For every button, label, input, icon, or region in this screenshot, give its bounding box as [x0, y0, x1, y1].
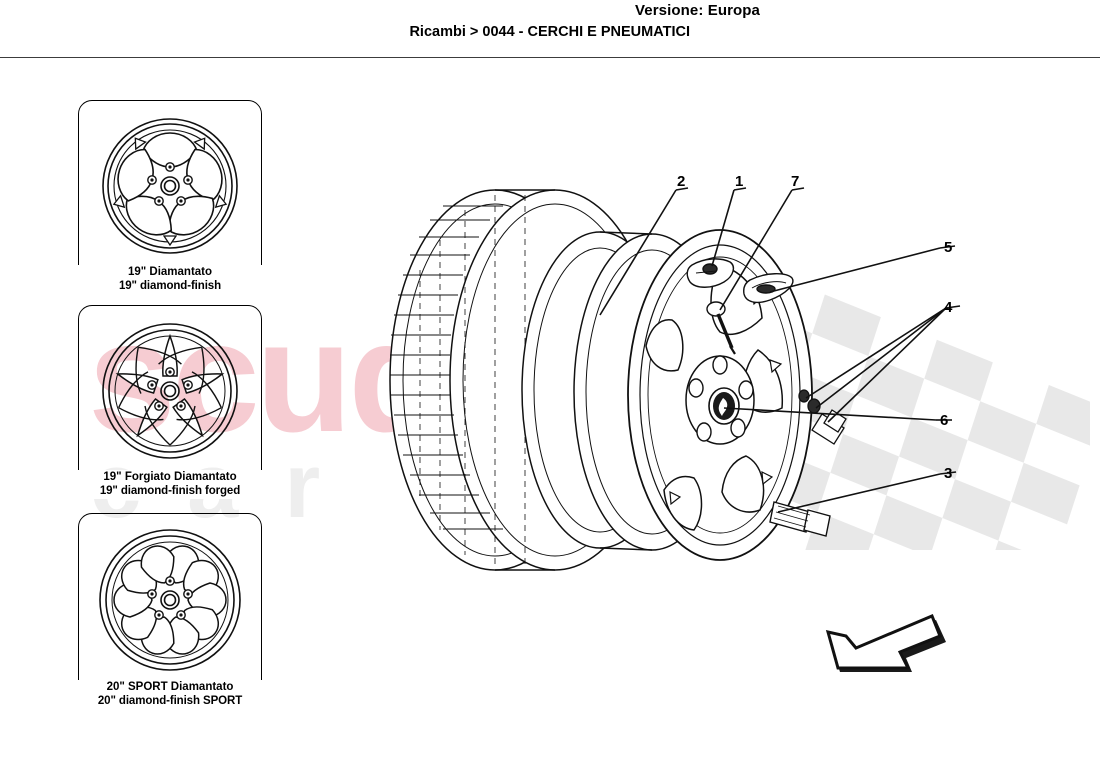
callout-4[interactable]: 4	[944, 299, 953, 316]
wheel-option-card-2[interactable]: 19" Forgiato Diamantato 19" diamond-fini…	[65, 305, 275, 499]
tpms-sensor-part	[686, 258, 735, 288]
wheel-19-forged-illustration	[102, 323, 238, 459]
callout-6[interactable]: 6	[940, 412, 949, 429]
wheel-19-diamond-illustration	[102, 118, 238, 254]
wheel-option-card-3[interactable]: 20" SPORT Diamantato 20" diamond-finish …	[65, 513, 275, 709]
version-label: Versione: Europa	[635, 2, 760, 19]
wheel-badge-part	[743, 273, 794, 304]
nut-washer-set-part	[798, 389, 847, 445]
wheel-option-3-name-it: 20" SPORT Diamantato	[106, 681, 234, 693]
valve-stem-part	[706, 301, 736, 355]
callout-2[interactable]: 2	[677, 173, 686, 190]
wheel-option-3-name-en: 20" diamond-finish SPORT	[97, 694, 243, 707]
callout-5[interactable]: 5	[944, 239, 953, 256]
wheel-option-2-name-en: 19" diamond-finish forged	[99, 484, 241, 497]
wheel-20-sport-illustration	[99, 529, 241, 671]
wheel-assembly-illustration	[389, 187, 961, 672]
breadcrumb: Ricambi > 0044 - CERCHI E PNEUMATICI	[409, 24, 690, 40]
header-divider	[0, 57, 1100, 58]
wheel-bolt-part	[769, 501, 831, 537]
wheel-option-2-name-it: 19" Forgiato Diamantato	[103, 471, 237, 483]
direction-arrow-icon	[825, 614, 946, 672]
centre-cap-graphic	[708, 387, 740, 425]
wheel-option-1-name-en: 19" diamond-finish	[118, 279, 222, 292]
wheel-option-card-1[interactable]: 19" Diamantato 19" diamond-finish	[65, 100, 275, 294]
tyre-tread-hatching	[390, 195, 526, 565]
callout-3[interactable]: 3	[944, 465, 953, 482]
callout-1[interactable]: 1	[735, 173, 744, 190]
wheel-option-1-name-it: 19" Diamantato	[127, 266, 213, 278]
callout-7[interactable]: 7	[791, 173, 800, 190]
leader-lines	[599, 187, 961, 513]
